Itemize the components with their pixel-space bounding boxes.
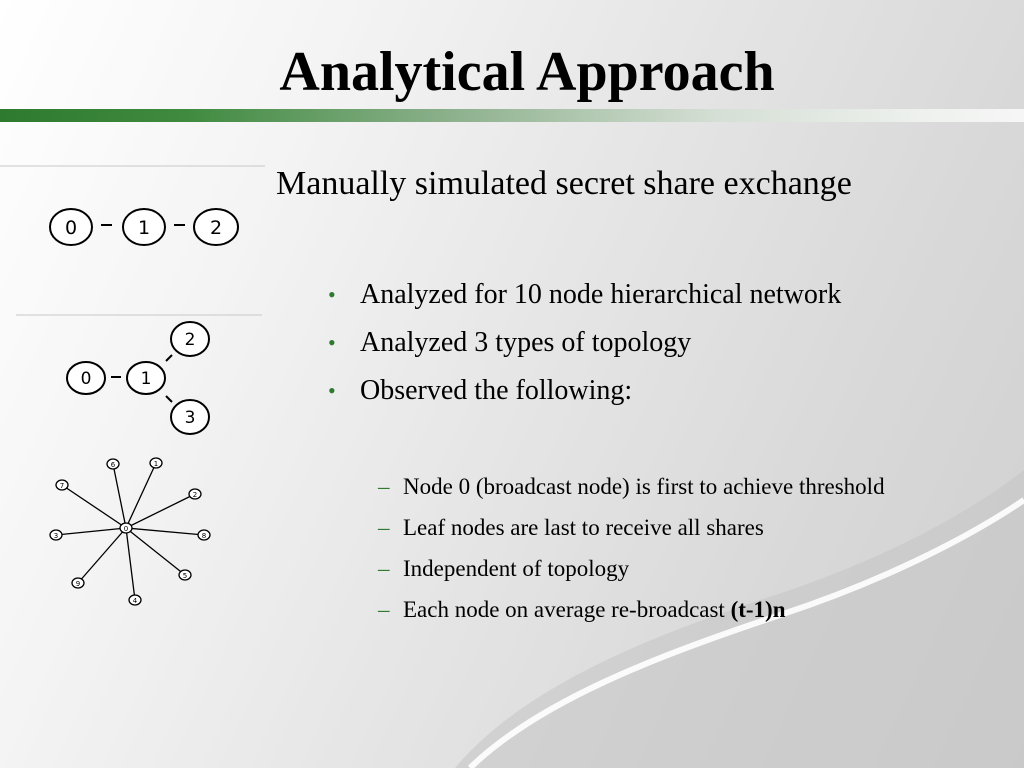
tree-node-1 <box>126 361 166 395</box>
star-node-6 <box>106 458 120 470</box>
star-label-6: 6 <box>111 461 116 469</box>
sub-bullet-item: – Node 0 (broadcast node) is first to ac… <box>378 471 918 503</box>
chain-node-1 <box>122 208 166 246</box>
star-edge-1 <box>125 462 157 529</box>
star-node-1 <box>149 457 163 469</box>
bullet-text: Analyzed for 10 node hierarchical networ… <box>360 279 842 310</box>
sub-bullet-text: Independent of topology <box>403 556 630 581</box>
star-node-center <box>119 522 133 534</box>
star-label-center: 0 <box>124 525 128 533</box>
star-edge-4 <box>125 527 136 601</box>
star-edge-9 <box>77 527 127 584</box>
dash-icon: – <box>378 474 390 499</box>
bullet-icon: • <box>328 330 336 355</box>
chain-node-0 <box>49 208 93 246</box>
formula-text: (t-1)n <box>730 597 786 622</box>
title-underline-bar <box>0 109 1024 122</box>
star-label-5: 5 <box>183 572 187 580</box>
sub-bullet-list: – Node 0 (broadcast node) is first to ac… <box>378 471 918 635</box>
star-label-9: 9 <box>76 580 80 588</box>
star-node-9 <box>71 577 85 589</box>
star-edge-2 <box>125 493 196 529</box>
topology-diagrams: 0 1 2 0 1 2 3 <box>0 165 265 606</box>
sub-bullet-text: Each node on average re-broadcast <box>403 597 731 622</box>
dash-icon: – <box>378 597 390 622</box>
star-edge-8 <box>125 527 205 536</box>
tree-label-1: 1 <box>141 369 152 389</box>
chain-label-1: 1 <box>138 217 150 239</box>
tree-edge-1-3 <box>165 395 173 403</box>
star-edge-6 <box>112 463 127 529</box>
tree-label-3: 3 <box>185 408 196 428</box>
tree-edge-1-2 <box>165 354 173 362</box>
star-label-2: 2 <box>193 491 197 499</box>
chain-label-2: 2 <box>210 217 222 239</box>
star-edge-3 <box>55 527 127 536</box>
star-label-4: 4 <box>133 597 138 605</box>
star-node-5 <box>178 569 192 581</box>
star-label-1: 1 <box>154 460 158 468</box>
star-edge-5 <box>125 527 186 576</box>
bullet-item: • Analyzed for 10 node hierarchical netw… <box>328 276 841 324</box>
bullet-text: Analyzed 3 types of topology <box>360 327 692 358</box>
chain-node-2 <box>193 208 239 246</box>
slide-subtitle: Manually simulated secret share exchange <box>276 165 852 202</box>
sub-bullet-text: Leaf nodes are last to receive all share… <box>403 515 764 540</box>
star-node-3 <box>49 529 63 541</box>
star-node-2 <box>188 488 202 500</box>
tree-label-2: 2 <box>185 330 196 350</box>
bullet-icon: • <box>328 378 336 403</box>
bullet-item: • Analyzed 3 types of topology <box>328 324 841 372</box>
bullet-icon: • <box>328 282 336 307</box>
star-label-8: 8 <box>202 532 206 540</box>
star-node-4 <box>128 594 142 606</box>
star-node-7 <box>55 479 69 491</box>
sub-bullet-item: – Each node on average re-broadcast (t-1… <box>378 594 918 626</box>
star-node-8 <box>197 529 211 541</box>
tree-node-0 <box>66 361 106 395</box>
bullet-list: • Analyzed for 10 node hierarchical netw… <box>328 276 841 420</box>
star-label-3: 3 <box>54 532 58 540</box>
chain-topology <box>49 208 239 246</box>
chain-label-0: 0 <box>65 217 77 239</box>
sub-bullet-text: Node 0 (broadcast node) is first to achi… <box>403 474 885 499</box>
sub-bullet-item: – Leaf nodes are last to receive all sha… <box>378 512 918 544</box>
star-nodes <box>49 457 211 606</box>
star-label-7: 7 <box>60 482 64 490</box>
sub-bullet-item: – Independent of topology <box>378 553 918 585</box>
dash-icon: – <box>378 556 390 581</box>
tree-node-3 <box>170 399 210 435</box>
tree-node-2 <box>170 321 210 357</box>
tree-label-0: 0 <box>81 369 92 389</box>
bullet-item: • Observed the following: <box>328 372 841 420</box>
slide-title: Analytical Approach <box>279 41 775 103</box>
dash-icon: – <box>378 515 390 540</box>
tree-topology <box>66 321 210 435</box>
star-edge-7 <box>61 484 127 529</box>
bullet-text: Observed the following: <box>360 375 633 406</box>
star-topology <box>55 462 205 601</box>
